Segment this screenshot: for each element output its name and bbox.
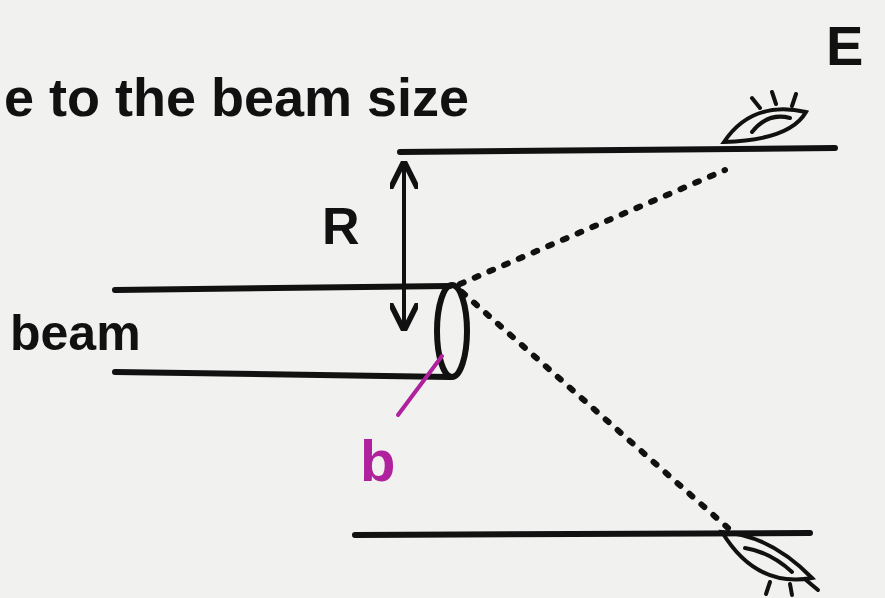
energy-label: E <box>826 14 863 77</box>
energy-label-holder: E <box>826 18 863 74</box>
distance-arrow <box>402 164 406 328</box>
ray-line <box>460 170 725 284</box>
leader-line <box>398 356 442 415</box>
ray-line <box>462 292 728 528</box>
beam-edge <box>115 372 450 377</box>
heading-text-holder: e to the beam size <box>4 70 469 124</box>
beam-size-label: b <box>360 428 395 493</box>
eye-symbol <box>724 92 806 142</box>
upper-plane <box>400 148 835 152</box>
beam-size-label-holder: b <box>360 432 395 490</box>
beam-label: beam <box>10 305 141 361</box>
beam-edge <box>115 286 450 290</box>
eye-symbol <box>722 532 818 595</box>
beam-cross-section <box>437 285 467 377</box>
heading-text: e to the beam size <box>4 67 469 127</box>
radius-label-holder: R <box>322 200 360 252</box>
radius-label: R <box>322 197 360 255</box>
beam-label-holder: beam <box>10 308 141 358</box>
